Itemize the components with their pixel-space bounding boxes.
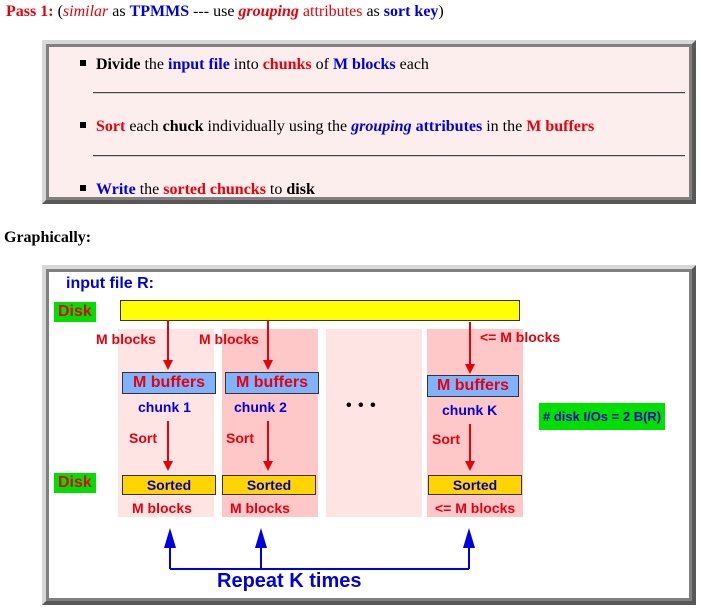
arrowhead-icon bbox=[163, 360, 173, 370]
blocks-out-label: <= M blocks bbox=[435, 500, 516, 516]
sort-label: Sort bbox=[226, 430, 254, 446]
step-write: Write the sorted chuncks to disk bbox=[80, 181, 315, 199]
heading-attributes: attributes bbox=[298, 3, 363, 20]
blocks-out-label: M blocks bbox=[230, 500, 290, 516]
step-word: attributes bbox=[411, 118, 483, 135]
m-buffers-box: M buffers bbox=[427, 375, 519, 397]
step-word: chuck bbox=[162, 118, 204, 135]
divider bbox=[93, 155, 685, 157]
arrowhead-up-icon bbox=[463, 528, 475, 548]
bullet-icon bbox=[80, 60, 86, 66]
arrow-group-red bbox=[167, 320, 471, 469]
step-word: Write bbox=[96, 181, 136, 198]
step-word: in the bbox=[482, 118, 527, 135]
m-buffers-box: M buffers bbox=[225, 372, 319, 394]
step-word: grouping bbox=[351, 118, 412, 135]
arrowheads-blue bbox=[164, 528, 475, 548]
heading-tpmms: TPMMS bbox=[129, 3, 190, 20]
heading-as: as bbox=[108, 3, 130, 20]
blocks-in-label: <= M blocks bbox=[480, 329, 561, 345]
step-word: Sort bbox=[96, 118, 126, 135]
bullet-icon bbox=[80, 185, 86, 191]
step-word: each bbox=[125, 118, 163, 135]
input-file-label: input file R: bbox=[66, 275, 154, 292]
heading-close: ) bbox=[438, 3, 444, 20]
step-word: the bbox=[140, 56, 168, 73]
step-word: input file bbox=[168, 56, 230, 73]
chunk-label: chunk 1 bbox=[138, 399, 191, 415]
arrowhead-icon bbox=[465, 461, 475, 471]
ellipsis-dots: • • • bbox=[346, 397, 377, 414]
repeat-label: Repeat K times bbox=[217, 570, 362, 592]
arrowhead-icon bbox=[465, 364, 475, 374]
step-divide: Divide the input file into chunks of M b… bbox=[80, 56, 429, 74]
step-word: of bbox=[311, 56, 333, 73]
heading-sort-key: sort key bbox=[383, 3, 439, 20]
step-word: individually using the bbox=[203, 118, 352, 135]
step-word: sorted chuncks bbox=[163, 181, 266, 198]
blocks-in-label: M blocks bbox=[199, 331, 259, 347]
sort-label: Sort bbox=[432, 431, 460, 447]
step-word: each bbox=[395, 56, 429, 73]
sorted-box: Sorted bbox=[222, 475, 316, 495]
arrows-layer bbox=[163, 320, 475, 570]
chunk-label: chunk K bbox=[442, 402, 498, 418]
disk-bottom-label: Disk bbox=[54, 473, 96, 493]
step-word: M blocks bbox=[332, 56, 396, 73]
blocks-out-label: M blocks bbox=[132, 500, 192, 516]
heading-as2: as bbox=[362, 3, 384, 20]
chunk-label: chunk 2 bbox=[234, 399, 287, 415]
heading-similar: similar bbox=[62, 3, 109, 20]
pass-heading: Pass 1: (similar as TPMMS --- use groupi… bbox=[6, 3, 444, 21]
disk-io-badge: # disk I/Os = 2 B(R) bbox=[539, 403, 666, 430]
diagram-canvas: input file R: Disk Disk M blocks M buffe… bbox=[49, 272, 689, 598]
arrowhead-icon bbox=[263, 360, 273, 370]
step-word: disk bbox=[286, 181, 315, 198]
diagram-box: input file R: Disk Disk M blocks M buffe… bbox=[42, 265, 696, 605]
sort-label: Sort bbox=[129, 430, 157, 446]
heading-open: ( bbox=[53, 3, 63, 20]
chunk-gap-column bbox=[326, 329, 422, 517]
step-word: M buffers bbox=[526, 118, 595, 135]
repeat-lines bbox=[169, 546, 470, 570]
step-word: chunks bbox=[262, 56, 312, 73]
step-word: into bbox=[229, 56, 263, 73]
arrowheads-red bbox=[163, 360, 475, 471]
step-sort: Sort each chuck individually using the g… bbox=[80, 118, 594, 136]
steps-box: Divide the input file into chunks of M b… bbox=[42, 40, 696, 204]
graphically-label: Graphically: bbox=[4, 229, 92, 246]
arrowhead-up-icon bbox=[164, 528, 176, 548]
bullet-icon bbox=[80, 122, 86, 128]
arrowhead-icon bbox=[263, 461, 273, 471]
sorted-box: Sorted bbox=[428, 475, 522, 495]
heading-grouping: grouping bbox=[238, 3, 299, 20]
input-file-bar bbox=[120, 300, 520, 321]
arrowhead-icon bbox=[163, 461, 173, 471]
divider bbox=[93, 92, 685, 94]
step-word: to bbox=[265, 181, 287, 198]
step-word: Divide bbox=[96, 56, 141, 73]
steps-box-inner: Divide the input file into chunks of M b… bbox=[49, 47, 689, 199]
disk-top-label: Disk bbox=[54, 302, 96, 322]
pass-label: Pass 1: bbox=[6, 3, 54, 20]
m-buffers-box: M buffers bbox=[122, 372, 216, 394]
step-word: the bbox=[135, 181, 164, 198]
arrowhead-up-icon bbox=[255, 528, 267, 548]
blocks-in-label: M blocks bbox=[96, 331, 156, 347]
sorted-box: Sorted bbox=[122, 475, 216, 495]
heading-use: --- use bbox=[189, 3, 239, 20]
